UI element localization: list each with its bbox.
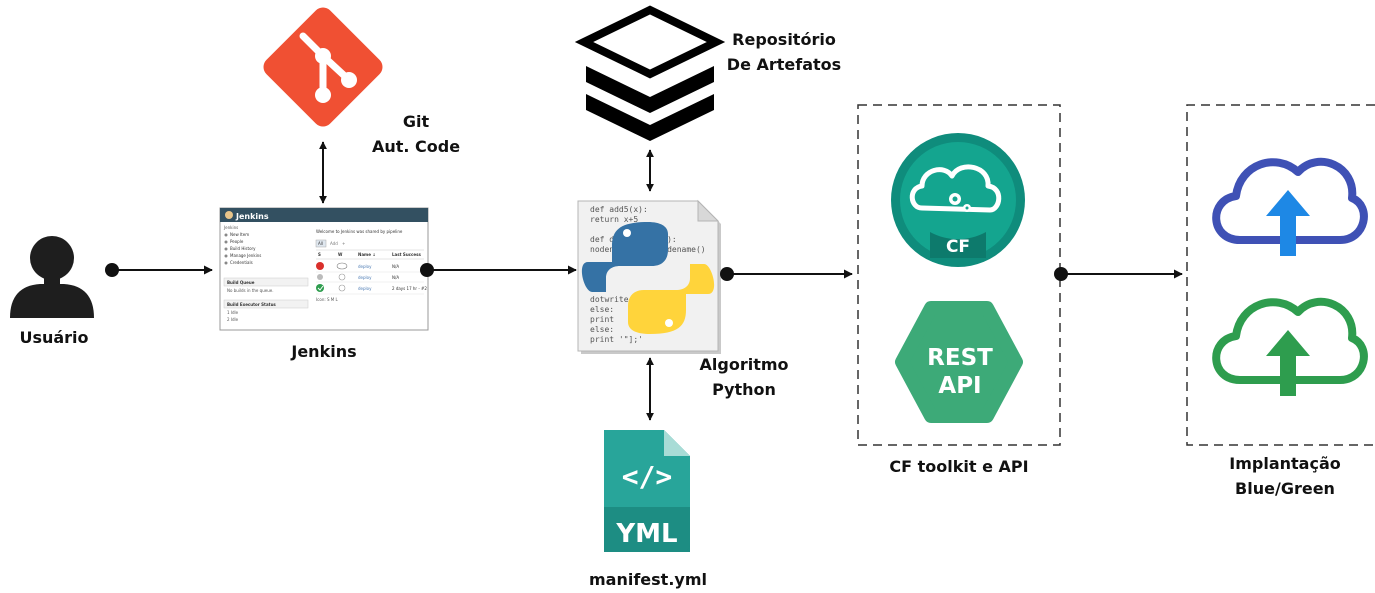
jenkins-ss-tab-plus: + <box>342 241 345 246</box>
connectors <box>105 141 1183 421</box>
weather-sun-icon <box>338 273 346 281</box>
jenkins-ss-exec-2: 2 Idle <box>227 317 239 322</box>
label-git-line1: Git <box>402 112 430 131</box>
cf-icon: CF <box>891 133 1025 267</box>
python-icon <box>581 222 715 334</box>
label-manifest: manifest.yml <box>589 570 707 589</box>
label-git: Git Aut. Code <box>360 109 472 159</box>
label-cf-toolkit: CF toolkit e API <box>889 457 1029 476</box>
jenkins-ss-executors: Build Executor Status <box>227 302 276 307</box>
svg-text:dotwrite(ast[1]): dotwrite(ast[1]) <box>590 295 667 304</box>
jenkins-ss-row2-name: deploy <box>358 275 372 280</box>
git-icon <box>263 7 383 127</box>
jenkins-ss-side-2: People <box>230 239 244 244</box>
jenkins-ss-col-w: W <box>338 252 343 257</box>
jenkins-ss-exec-1: 1 Idle <box>227 310 239 315</box>
python-code-page: def add5(x): return x+5 def dotwrite(ast… <box>577 199 721 354</box>
svg-text:print '"];': print '"];' <box>590 335 643 344</box>
jenkins-screenshot: Jenkins Jenkins New Item People Build Hi… <box>219 207 429 331</box>
blue-cloud-upload-icon <box>1212 158 1368 256</box>
jenkins-ss-queue: Build Queue <box>227 280 255 285</box>
status-unknown-icon <box>317 274 323 280</box>
jenkins-ss-tab-all: All <box>318 241 323 246</box>
jenkins-ss-col-last: Last Success <box>392 252 421 257</box>
label-python-line2: Python <box>712 380 776 399</box>
jenkins-ss-row3-name: deploy <box>358 286 372 291</box>
rest-line1: REST <box>927 345 993 371</box>
svg-text:else:: else: <box>590 305 614 314</box>
rest-line2: API <box>938 373 981 399</box>
layers-icon <box>574 5 726 141</box>
jenkins-ss-queue-empty: No builds in the queue. <box>227 288 273 293</box>
svg-text:return x+5: return x+5 <box>590 215 638 224</box>
label-implantacao-line1: Implantação <box>1229 454 1341 473</box>
label-git-line2: Aut. Code <box>371 137 461 156</box>
label-python-line1: Algoritmo <box>699 355 789 374</box>
label-jenkins: Jenkins <box>291 342 357 361</box>
cf-badge-text: CF <box>946 237 970 257</box>
label-usuario: Usuário <box>19 328 89 347</box>
jenkins-ss-row3-last: 2 days 17 hr - #2 <box>392 286 427 291</box>
svg-text:def add5(x):: def add5(x): <box>590 205 648 214</box>
svg-text:print: print <box>590 315 614 324</box>
label-repositorio-line1: Repositório <box>732 30 836 49</box>
label-python: Algoritmo Python <box>686 352 802 402</box>
label-repositorio: Repositório De Artefatos <box>720 27 848 77</box>
weather-cloud-icon <box>336 262 348 270</box>
jenkins-ss-side-3: Build History <box>230 246 256 251</box>
jenkins-ss-side-1: New Item <box>230 232 249 237</box>
user-icon <box>10 236 94 318</box>
jenkins-ss-row1-last: N/A <box>392 264 399 269</box>
rest-api-icon: REST API <box>895 301 1023 423</box>
yml-file-icon: </> YML <box>604 430 690 552</box>
label-implantacao-line2: Blue/Green <box>1235 479 1335 498</box>
jenkins-ss-col-name: Name ↓ <box>358 252 376 257</box>
yml-badge: YML <box>615 519 677 549</box>
jenkins-ss-welcome: Welcome to Jenkins was shared by pipelin… <box>316 229 403 234</box>
label-implantacao: Implantação Blue/Green <box>1219 451 1351 501</box>
jenkins-ss-col-s: S <box>318 252 321 257</box>
jenkins-ss-side-5: Credentials <box>230 260 253 265</box>
status-failed-icon <box>316 262 324 270</box>
jenkins-ss-title: Jenkins <box>235 212 269 221</box>
jenkins-ss-footer: Icon: S M L <box>316 297 339 302</box>
jenkins-ss-tab-add: Add <box>330 241 338 246</box>
svg-text:else:: else: <box>590 325 614 334</box>
status-success-icon <box>316 284 324 292</box>
deploy-group-box <box>1186 104 1375 446</box>
jenkins-ss-side-4: Manage Jenkins <box>230 253 261 258</box>
weather-sun-icon-2 <box>338 284 346 292</box>
label-repositorio-line2: De Artefatos <box>726 55 842 74</box>
green-cloud-upload-icon <box>1212 298 1368 396</box>
jenkins-ss-row1-name: deploy <box>358 264 372 269</box>
jenkins-ss-breadcrumb: Jenkins <box>223 225 238 230</box>
yml-glyph: </> <box>622 460 673 493</box>
jenkins-ss-row2-last: N/A <box>392 275 399 280</box>
